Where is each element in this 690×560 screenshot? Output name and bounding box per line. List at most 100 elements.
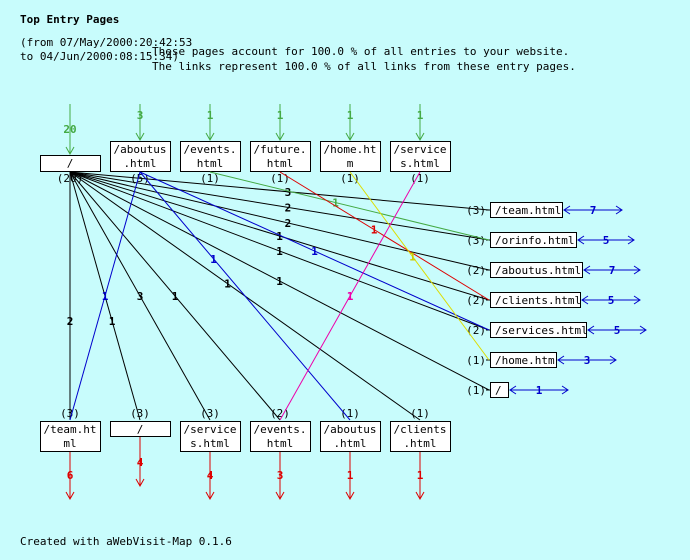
page-link-count: 1 [276, 275, 283, 288]
entry-page-label: /future. [254, 143, 307, 156]
exit-page-label: /aboutus [324, 423, 377, 436]
exit-arrowhead-icon [205, 491, 215, 501]
entry-page-count: (1) [270, 172, 290, 185]
arrow-left-icon [509, 385, 517, 395]
exit-count-label: 6 [67, 469, 74, 482]
page-link-line [349, 171, 490, 361]
summary-entries: These pages account for 100.0 % of all e… [152, 45, 570, 58]
entry-page-label: html [267, 157, 294, 170]
entry-arrowhead-icon [345, 132, 355, 142]
target-page-count: (1) [466, 354, 486, 367]
exit-page-label: .html [403, 437, 436, 450]
exit-page-count: (3) [130, 407, 150, 420]
page-link-line [69, 171, 490, 211]
footer-credit: Created with aWebVisit-Map 0.1.6 [20, 535, 232, 548]
entry-count-label: 1 [347, 109, 354, 122]
arrow-left-icon [563, 205, 571, 215]
exit-page-label: ml [63, 437, 76, 450]
page-link-count: 1 [371, 224, 378, 237]
target-page-box [490, 202, 563, 218]
date-range-from: (from 07/May/2000:20:42:53 [20, 36, 193, 49]
target-page-count: (3) [466, 204, 486, 217]
exit-page-box [180, 421, 241, 452]
entry-arrowhead-icon [65, 146, 75, 156]
arrow-right-icon [561, 385, 569, 395]
arrow-right-icon [633, 265, 641, 275]
exit-page-box [320, 421, 381, 452]
page-link-count: 1 [409, 251, 416, 264]
page-link-count: 1 [311, 245, 318, 258]
page-link-line [139, 171, 351, 421]
target-page-label: / [495, 384, 502, 397]
page-link-line [69, 171, 490, 241]
exit-page-box [250, 421, 311, 452]
page-link-count: 1 [172, 290, 179, 303]
entry-arrowhead-icon [415, 132, 425, 142]
page-link-line [69, 171, 490, 331]
target-page-label: /services.html [495, 324, 588, 337]
exit-page-label: /team.ht [44, 423, 97, 436]
exit-count-label: 4 [207, 469, 214, 482]
target-page-count: (3) [466, 234, 486, 247]
exit-page-box [390, 421, 451, 452]
arrow-left-icon [577, 235, 585, 245]
page-link-count: 1 [224, 278, 231, 291]
arrow-right-icon [615, 205, 623, 215]
arrow-right-icon [633, 295, 641, 305]
entry-page-label: /home.ht [324, 143, 377, 156]
page-link-line [209, 171, 490, 241]
target-page-count: (2) [466, 264, 486, 277]
page-link-line [69, 171, 141, 421]
page-link-line [69, 171, 490, 391]
page-link-count: 2 [285, 217, 292, 230]
entry-page-count: (1) [200, 172, 220, 185]
target-page-box [490, 262, 583, 278]
target-page-box [490, 382, 509, 398]
exit-page-count: (1) [340, 407, 360, 420]
arrow-right-icon [609, 355, 617, 365]
target-page-box [490, 322, 587, 338]
exit-page-label: s.html [190, 437, 230, 450]
exit-page-label: html [267, 437, 294, 450]
entry-page-label: /service [394, 143, 447, 156]
entry-page-label: s.html [400, 157, 440, 170]
page-link-line [279, 171, 421, 421]
page-link-line [69, 171, 490, 271]
entry-page-label: / [67, 157, 74, 170]
entry-count-label: 20 [63, 123, 76, 136]
entry-arrowhead-icon [135, 132, 145, 142]
exit-arrowhead-icon [275, 491, 285, 501]
page-link-line [139, 171, 490, 331]
entry-page-box [320, 141, 381, 172]
page-link-count: 3 [285, 186, 292, 199]
entry-page-box [40, 155, 101, 172]
entry-page-count: (1) [340, 172, 360, 185]
page-link-count: 1 [332, 197, 339, 210]
date-range: (from 07/May/2000:20:42:53 to 04/Jun/200… [20, 36, 192, 64]
entry-page-box [390, 141, 451, 172]
page-link-count: 1 [210, 253, 217, 266]
exit-arrowhead-icon [415, 491, 425, 501]
page-link-line [69, 171, 281, 421]
arrow-right-icon [627, 235, 635, 245]
date-range-to: to 04/Jun/2000:08:15:34) [20, 50, 179, 63]
entry-arrowhead-icon [275, 132, 285, 142]
exit-page-box [40, 421, 101, 452]
page-link-line [69, 171, 490, 301]
entry-count-label: 1 [207, 109, 214, 122]
entry-page-box [110, 141, 171, 172]
summary: These pages account for 100.0 % of all e… [152, 44, 576, 74]
target-page-box [490, 232, 577, 248]
entry-page-count: (1) [410, 172, 430, 185]
exit-count-label: 1 [417, 469, 424, 482]
exit-page-label: /clients [394, 423, 447, 436]
entry-arrowhead-icon [205, 132, 215, 142]
exit-page-label: /events. [254, 423, 307, 436]
entry-count-label: 3 [137, 109, 144, 122]
entry-count-label: 1 [417, 109, 424, 122]
target-page-box [490, 352, 557, 368]
arrow-right-icon [639, 325, 647, 335]
exit-arrowhead-icon [345, 491, 355, 501]
page-link-line [69, 171, 211, 421]
external-link-count: 7 [609, 264, 616, 277]
